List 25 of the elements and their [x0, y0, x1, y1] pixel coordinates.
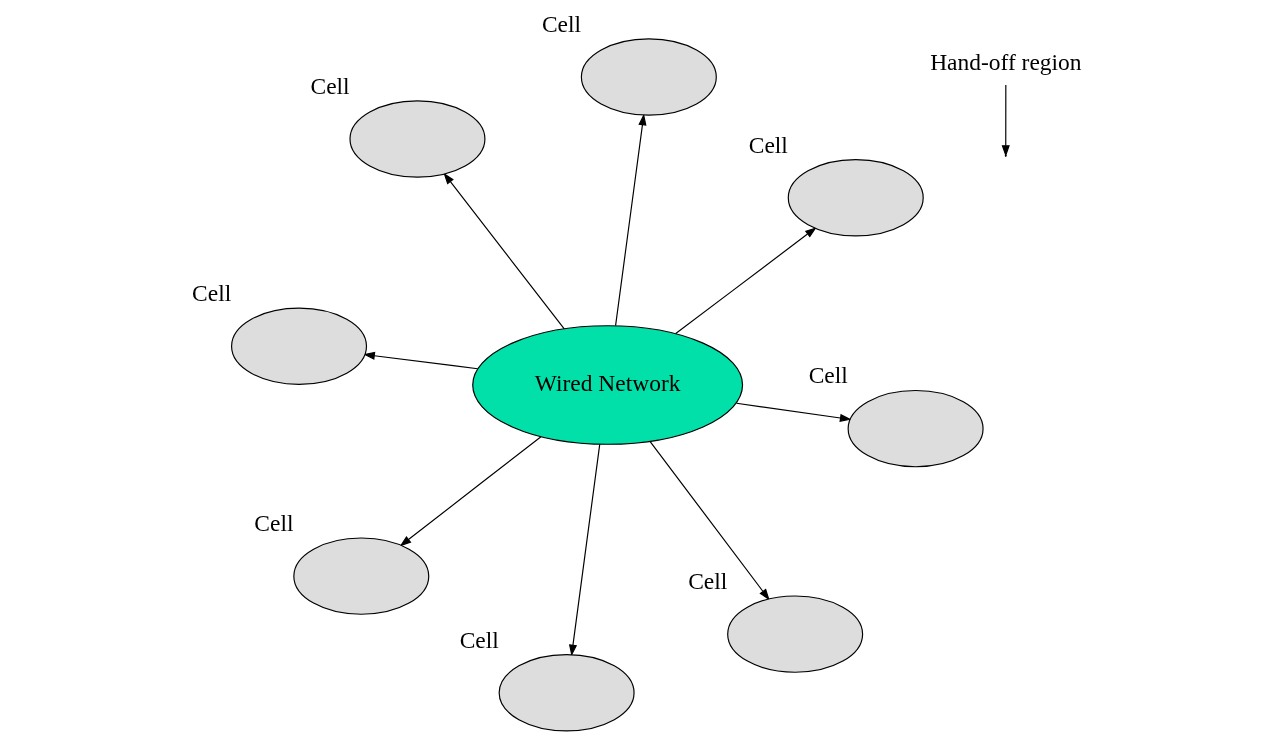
node-ellipse	[726, 595, 863, 673]
arrow	[735, 402, 852, 422]
arrow	[1001, 84, 1010, 157]
arrow	[614, 113, 646, 327]
arrow	[399, 436, 542, 547]
node-label: Cell	[687, 567, 727, 594]
node-label: Cell	[191, 280, 231, 307]
arrow	[649, 440, 770, 601]
arrow	[674, 227, 817, 335]
node-label: Cell	[541, 10, 581, 37]
node-ellipse	[230, 307, 367, 385]
node-label: Cell	[253, 509, 293, 536]
node-label: Cell	[459, 626, 499, 653]
node-ellipse	[348, 100, 485, 178]
node-label: Cell	[310, 72, 350, 99]
arrow	[442, 172, 565, 330]
arrow	[568, 443, 600, 657]
node-ellipse	[580, 38, 717, 116]
node-text: Hand-off region	[929, 48, 1081, 75]
node-ellipse	[498, 654, 635, 732]
arrow	[362, 351, 478, 370]
node-ellipse	[847, 389, 984, 468]
node-label: Cell	[748, 131, 788, 158]
node-label: Cell	[808, 362, 848, 389]
node-ellipse: Wired Network	[471, 325, 743, 445]
